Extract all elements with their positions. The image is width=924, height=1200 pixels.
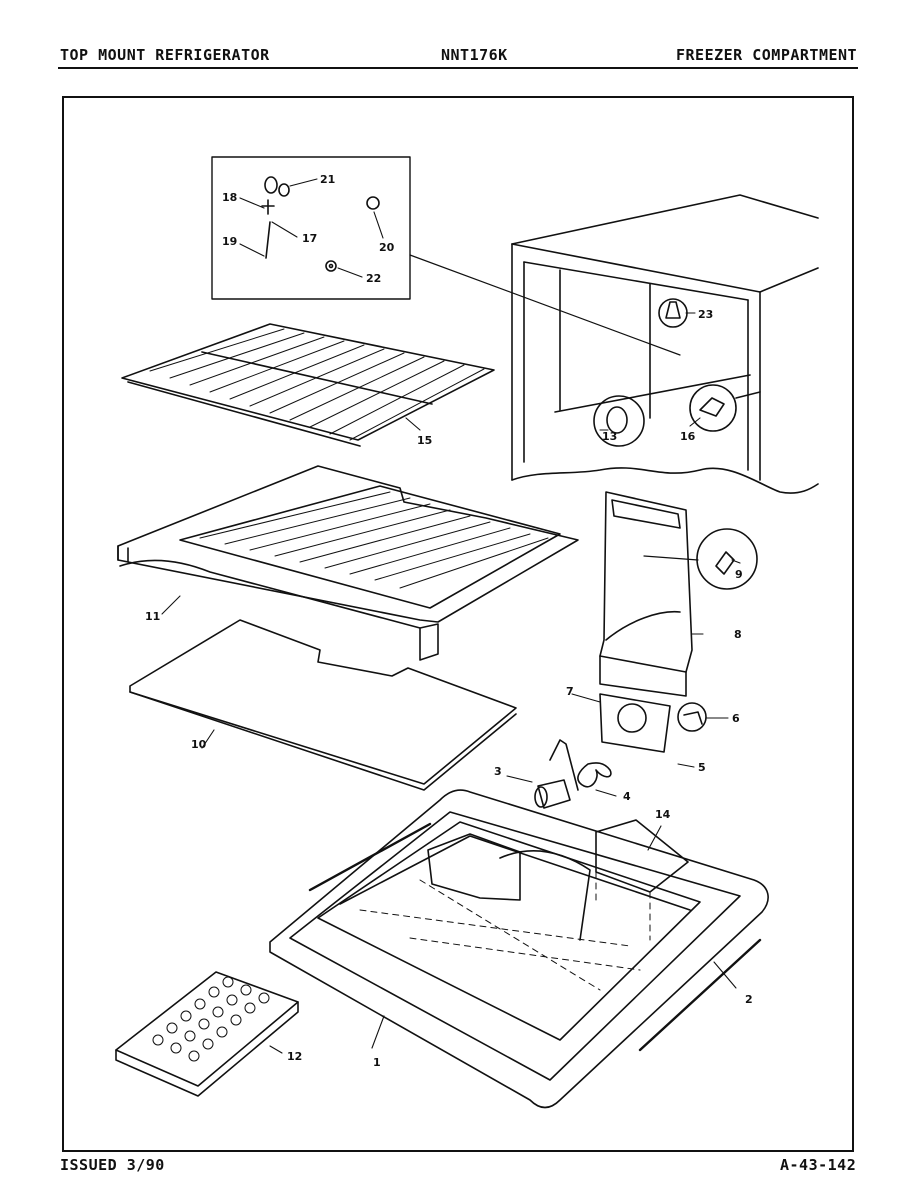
callout-22: 22 — [366, 272, 381, 285]
crisper-cover-tray — [117, 465, 579, 661]
callout-13: 13 — [602, 430, 617, 443]
callout-5: 5 — [698, 761, 706, 774]
header-model-number: NNT176K — [441, 46, 508, 64]
fan-assembly — [534, 693, 707, 809]
callout-20: 20 — [379, 241, 395, 254]
callout-3: 3 — [494, 765, 502, 778]
inset-light-assembly — [261, 176, 380, 272]
leader-lines — [161, 178, 741, 1054]
callout-1: 1 — [373, 1056, 381, 1069]
callout-2: 2 — [745, 993, 753, 1006]
callout-14: 14 — [655, 808, 671, 821]
wire-shelf — [121, 323, 495, 447]
header-left-title: TOP MOUNT REFRIGERATOR — [60, 46, 270, 64]
callout-11: 11 — [145, 610, 160, 623]
callout-21: 21 — [320, 173, 335, 186]
callout-9: 9 — [735, 568, 743, 581]
callout-16: 16 — [680, 430, 696, 443]
header-rule — [58, 67, 858, 69]
ice-tray — [115, 971, 299, 1097]
callout-23: 23 — [698, 308, 713, 321]
freezer-cabinet — [511, 194, 819, 494]
callout-17: 17 — [302, 232, 317, 245]
callout-18: 18 — [222, 191, 237, 204]
callout-12: 12 — [287, 1050, 302, 1063]
callout-6: 6 — [732, 712, 740, 725]
shelf-panel — [129, 619, 517, 791]
footer-issued-date: ISSUED 3/90 — [60, 1156, 165, 1174]
footer-page-code: A-43-142 — [780, 1156, 857, 1174]
callout-7: 7 — [566, 685, 574, 698]
callout-19: 19 — [222, 235, 237, 248]
inset-box — [211, 156, 411, 300]
callout-15: 15 — [417, 434, 432, 447]
header-right-title: FREEZER COMPARTMENT — [676, 46, 858, 64]
lower-pan — [269, 789, 769, 1109]
inset-leader-line — [409, 254, 681, 356]
diagram-frame — [62, 96, 854, 1152]
callout-4: 4 — [623, 790, 631, 803]
callout-10: 10 — [191, 738, 207, 751]
callout-8: 8 — [734, 628, 742, 641]
air-duct — [599, 491, 758, 697]
